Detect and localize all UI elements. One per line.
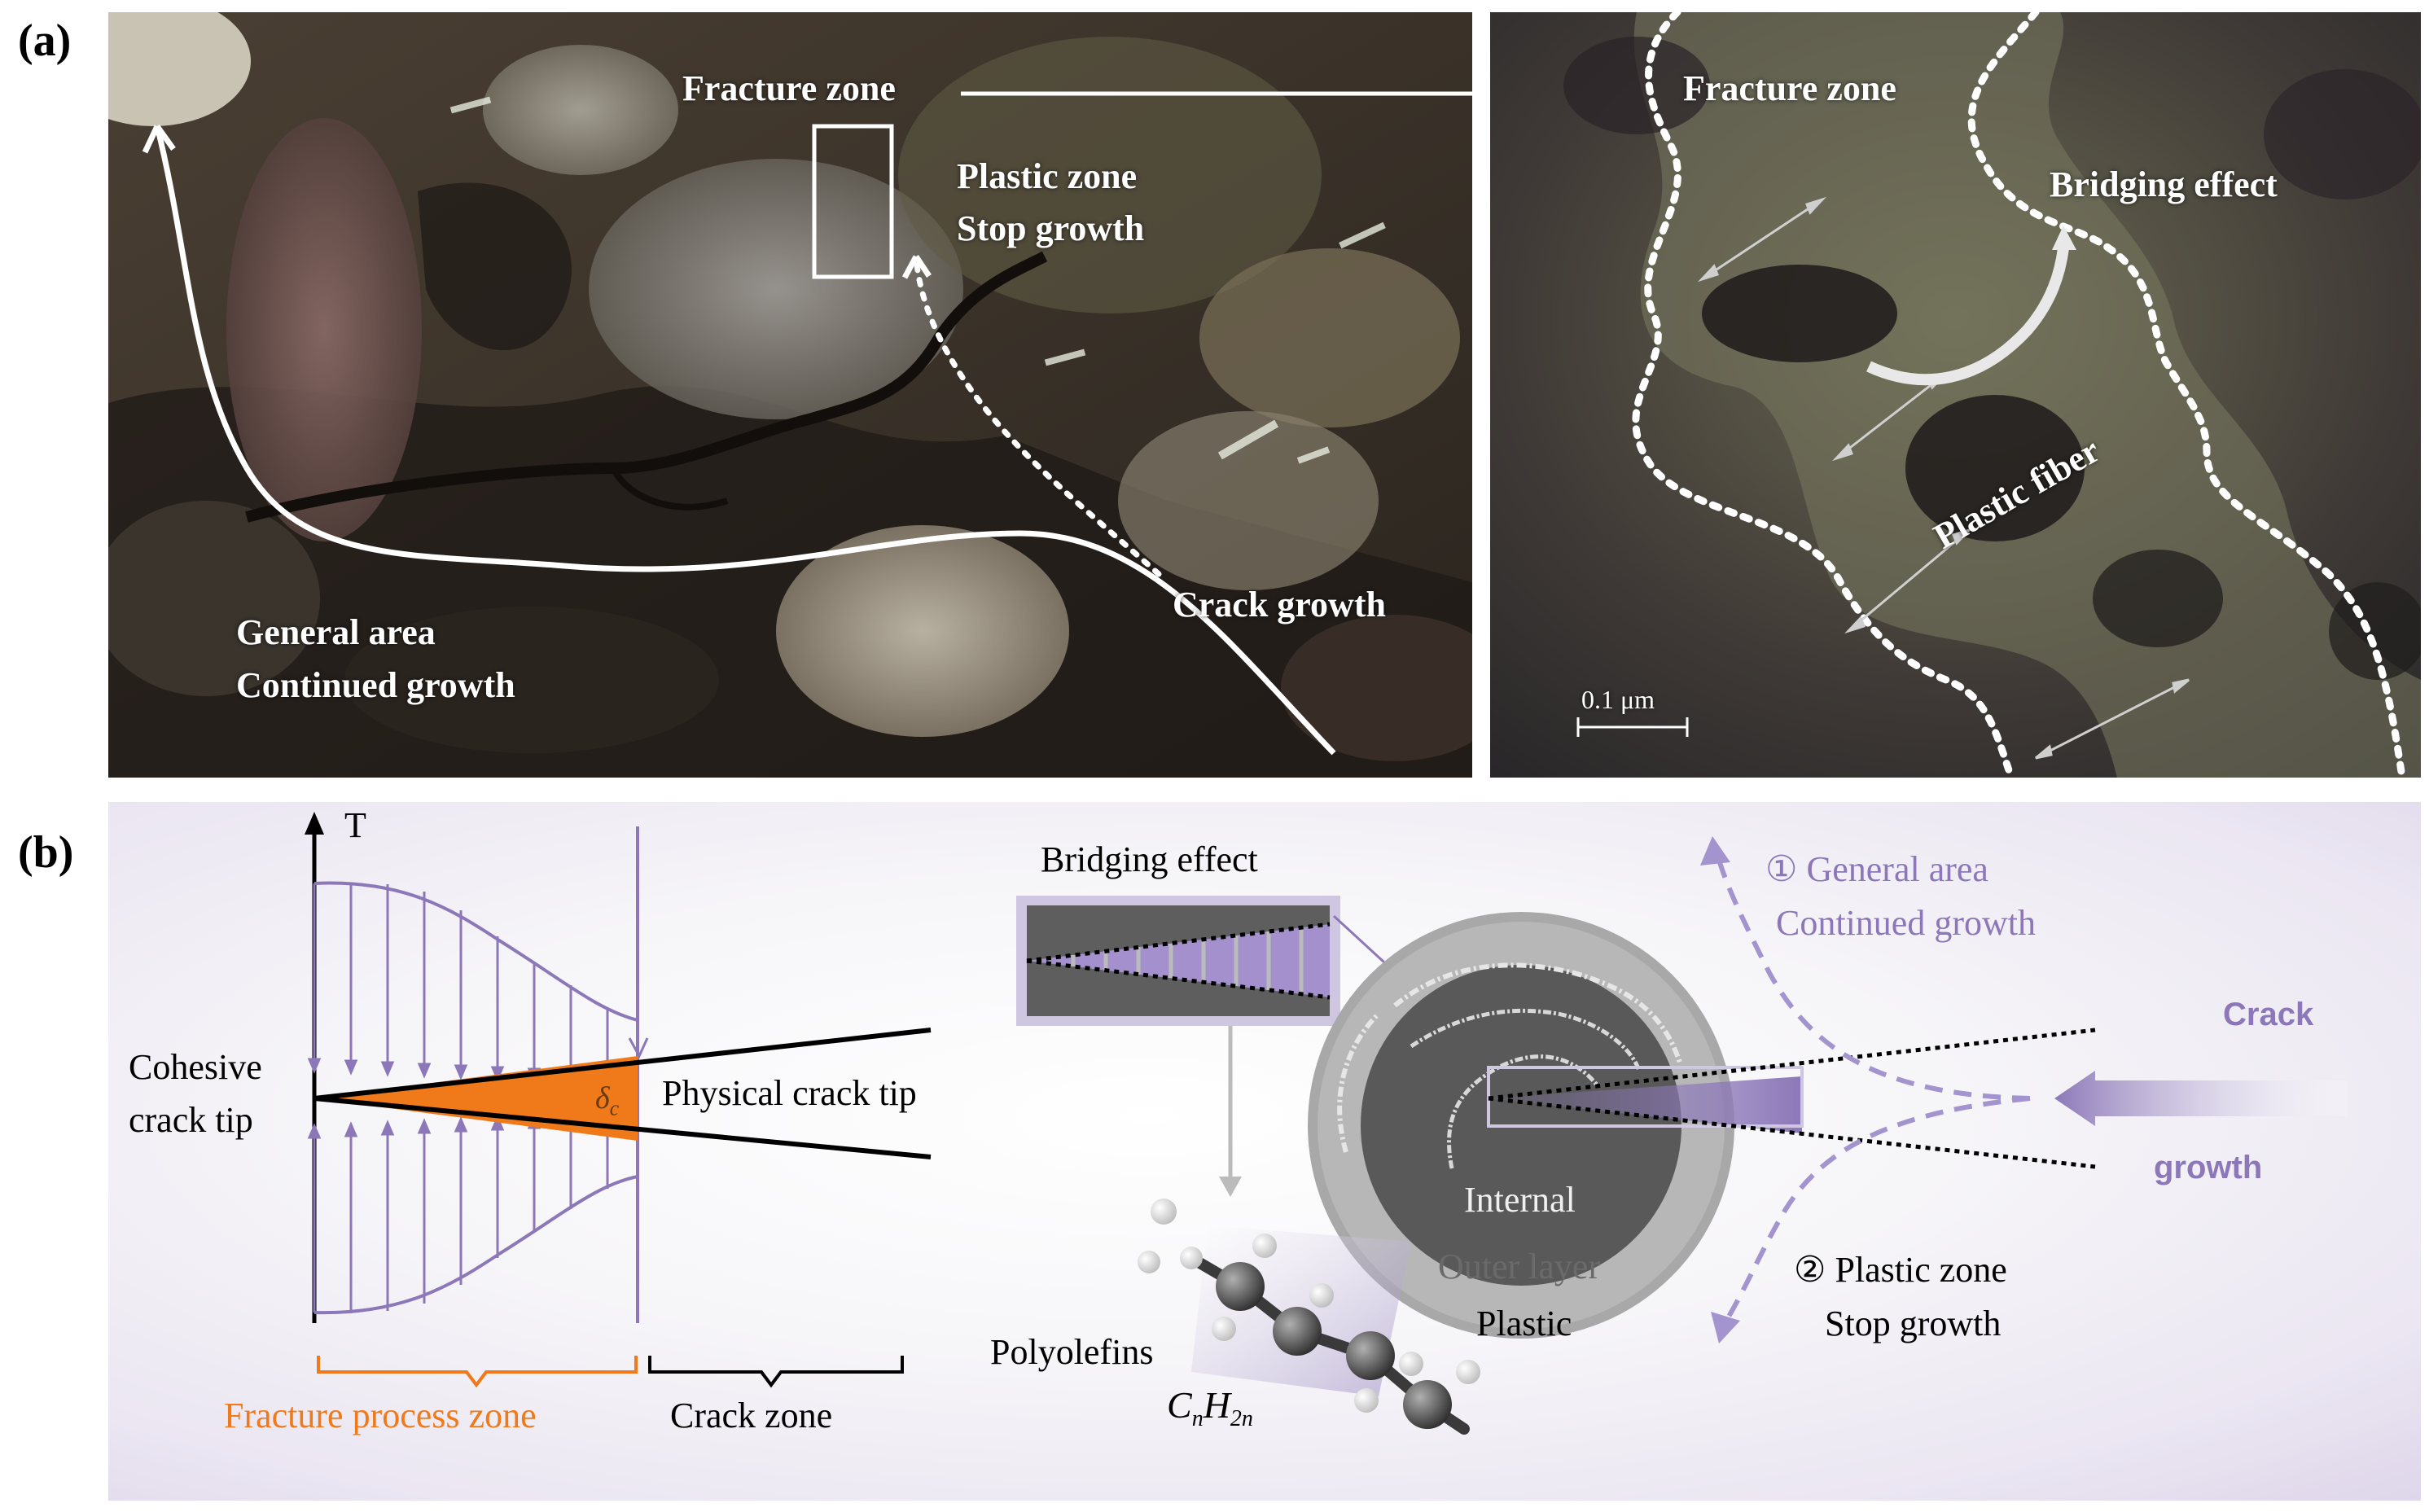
left-micrograph: Fracture zone Plastic zone Stop growth C… (108, 12, 1472, 778)
panel-b-label: (b) (18, 827, 74, 878)
left-plastic-zone-label: Plastic zone (957, 156, 1138, 196)
continued-growth-label: Continued growth (1776, 903, 2036, 943)
T-axis-label: T (344, 805, 366, 845)
bridging-effect-label: Bridging effect (1041, 839, 1258, 879)
delta-symbol: δ (595, 1081, 610, 1115)
growth-label: growth (2154, 1150, 2263, 1185)
internal-label: Internal (1464, 1180, 1576, 1220)
general-area-number: ① (1765, 849, 1798, 889)
panel-a-label: (a) (18, 15, 72, 66)
plastic-zone-label: ② Plastic zone (1794, 1245, 2007, 1295)
formula-H: H (1203, 1384, 1230, 1426)
general-area-label: ① General area (1765, 844, 1988, 895)
crack-zone-label: Crack zone (670, 1396, 833, 1435)
crack-label: Crack (2223, 997, 2314, 1032)
left-stop-growth-label: Stop growth (957, 208, 1145, 248)
left-general-area-label: General area (236, 612, 436, 652)
plastic-zone-number: ② (1794, 1250, 1826, 1290)
formula-2n: 2n (1230, 1406, 1253, 1432)
plastic-zone-text: Plastic zone (1835, 1250, 2007, 1290)
delta-subscript: c (609, 1096, 620, 1120)
outer-layer-label: Outer layer (1438, 1247, 1601, 1286)
right-micrograph: Fracture zone Bridging effect Plastic fi… (1490, 12, 2421, 778)
general-area-text: General area (1806, 849, 1988, 889)
fracture-process-zone-label: Fracture process zone (224, 1396, 537, 1435)
stop-growth-label: Stop growth (1825, 1304, 2002, 1343)
left-continued-growth-label: Continued growth (236, 665, 515, 705)
formula-label: CnH2n (1167, 1380, 1253, 1444)
schematic-panel: T Cohesive crack tip δc Physical crack t… (108, 802, 2421, 1501)
polyolefins-label: Polyolefins (990, 1332, 1154, 1372)
cohesive-crack-tip-line2: crack tip (129, 1100, 253, 1140)
right-bridging-effect-label: Bridging effect (2050, 164, 2278, 204)
cohesive-crack-tip-line1: Cohesive (129, 1047, 262, 1087)
left-crack-growth-label: Crack growth (1173, 585, 1386, 625)
physical-crack-tip-label: Physical crack tip (662, 1073, 917, 1113)
delta-c-label: δc (595, 1073, 619, 1134)
scale-bar-label: 0.1 μm (1581, 685, 1655, 714)
right-fracture-zone-label: Fracture zone (1683, 68, 1896, 108)
plastic-label: Plastic (1476, 1304, 1572, 1343)
formula-C: C (1167, 1384, 1192, 1426)
formula-n: n (1191, 1406, 1204, 1432)
left-fracture-zone-label: Fracture zone (682, 68, 896, 108)
